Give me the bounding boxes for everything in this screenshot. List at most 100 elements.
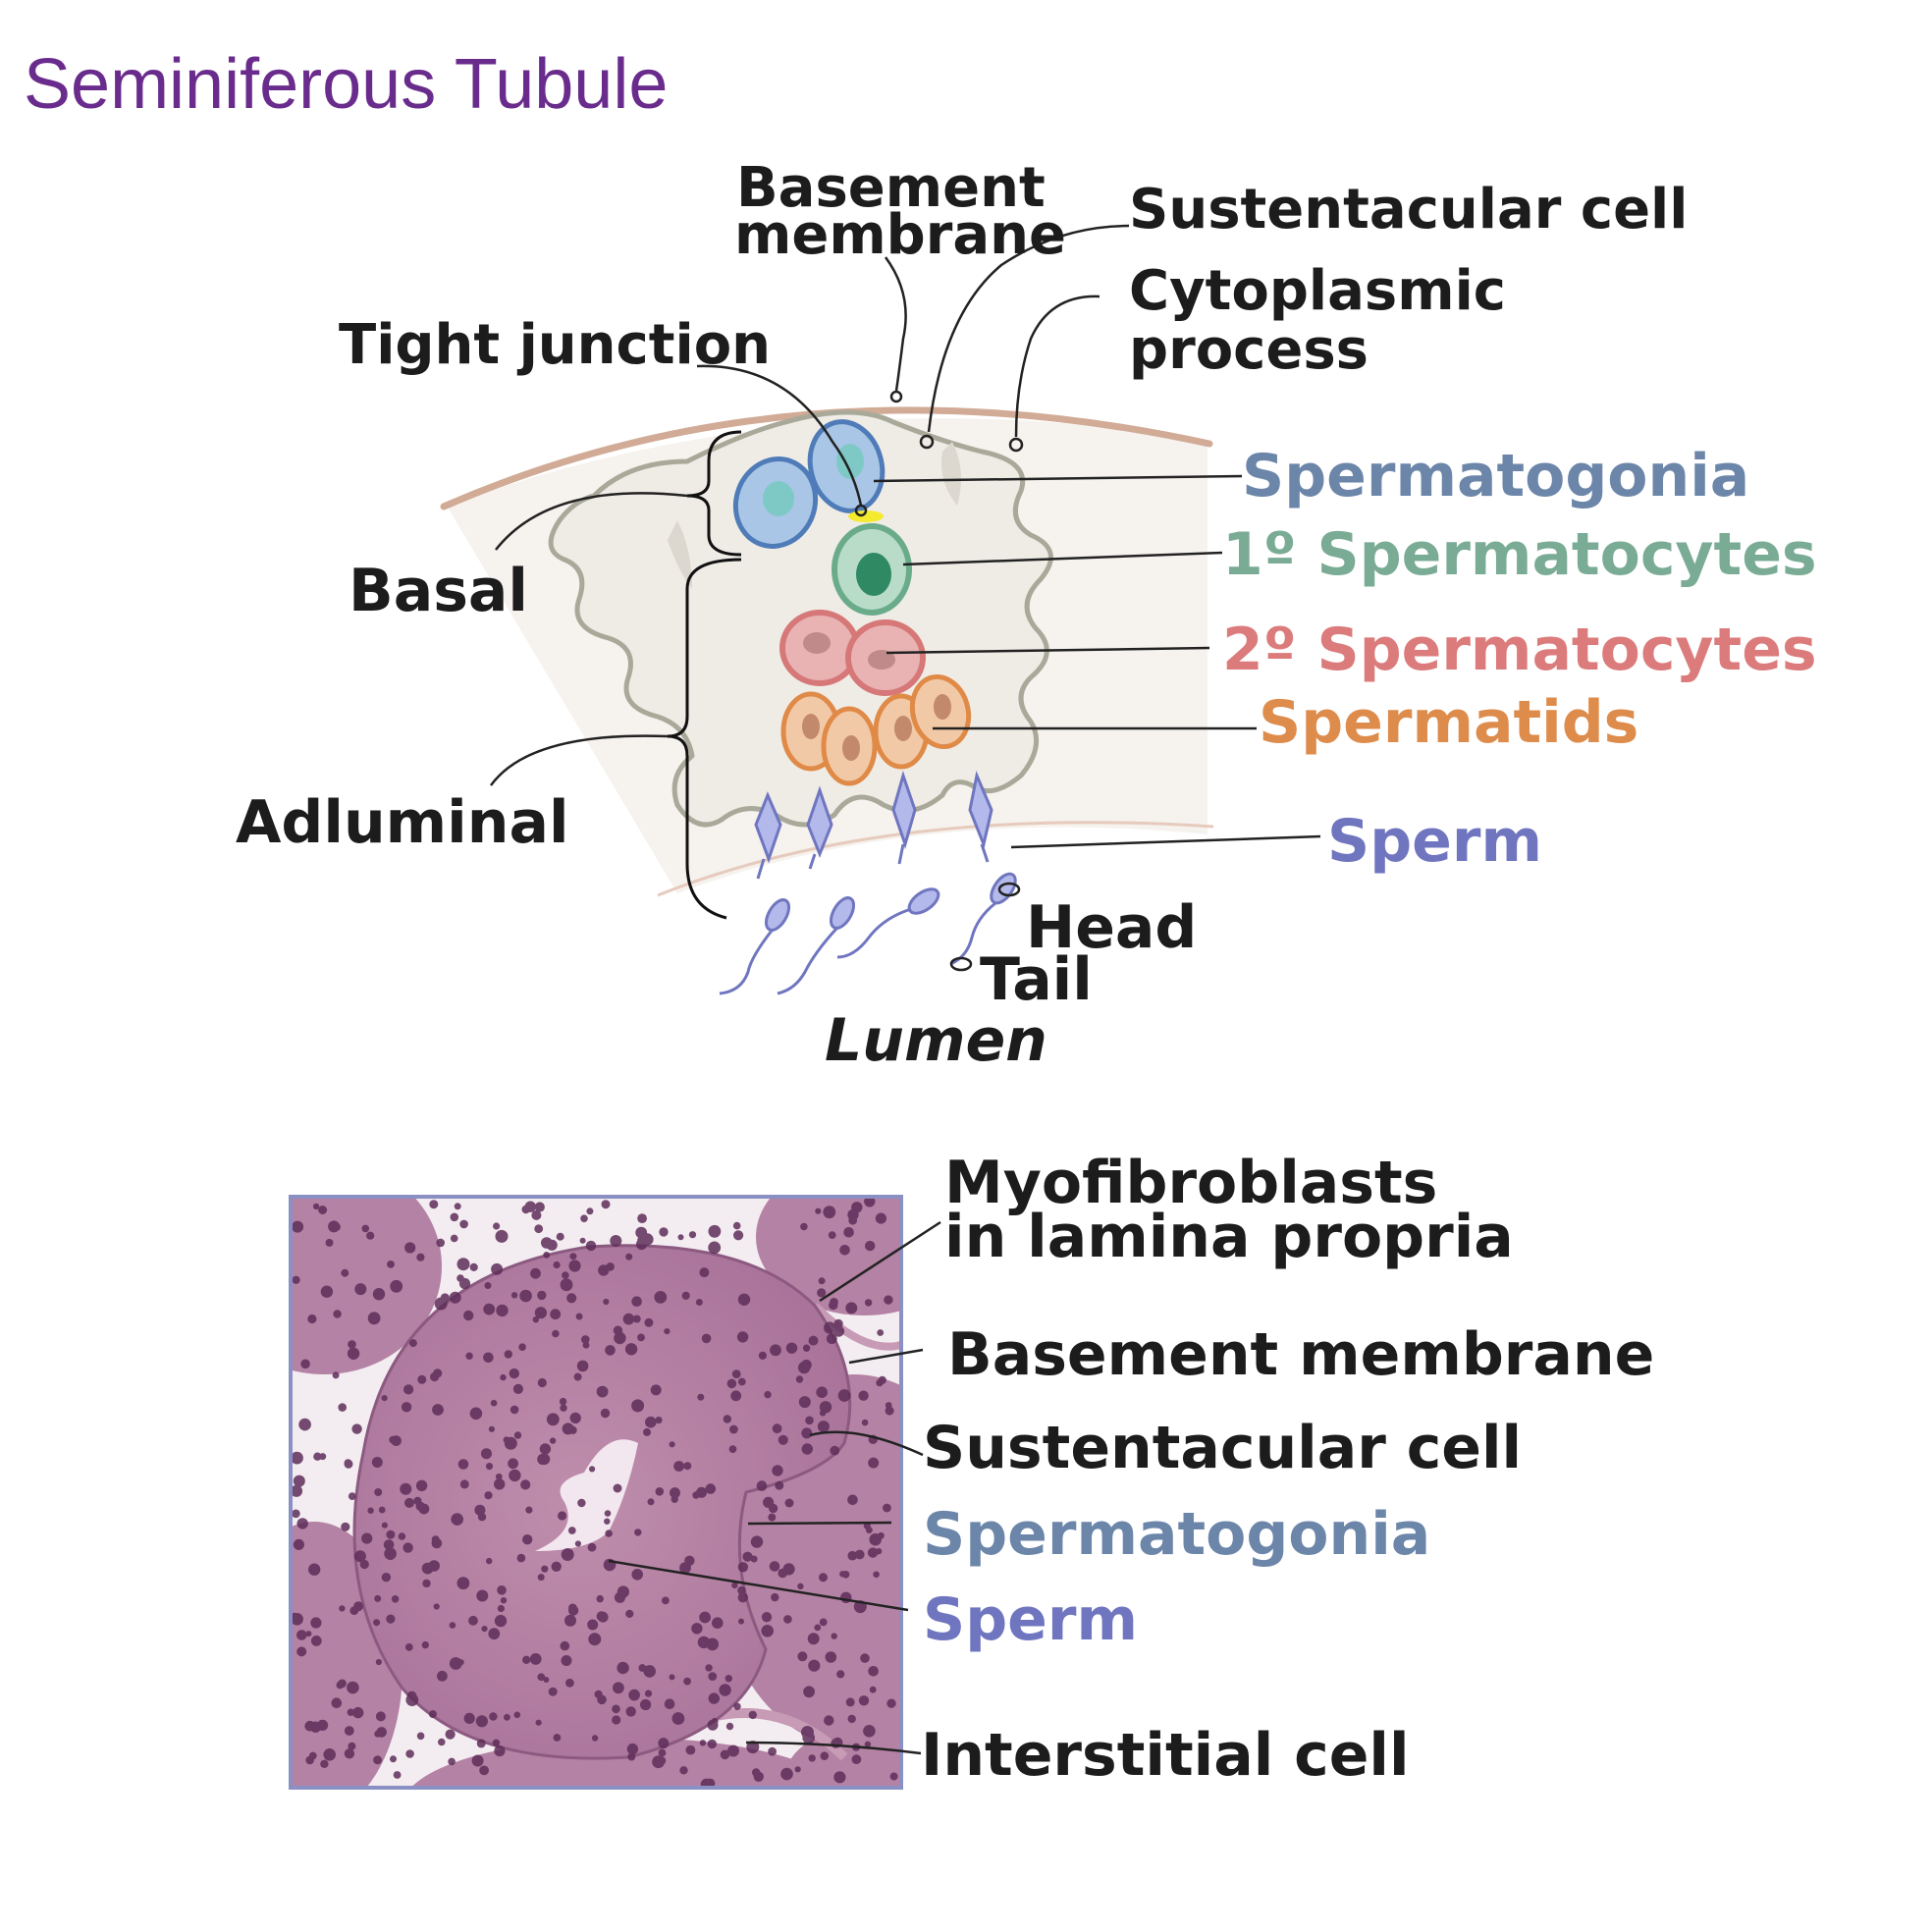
nucleus xyxy=(817,1421,830,1433)
nucleus xyxy=(484,1282,492,1289)
nucleus xyxy=(390,1279,403,1293)
nucleus xyxy=(775,1480,784,1490)
nucleus xyxy=(371,1457,383,1468)
nucleus xyxy=(831,1633,837,1639)
nucleus xyxy=(828,1231,836,1239)
nucleus xyxy=(405,1749,414,1758)
nucleus xyxy=(883,1503,891,1513)
nucleus xyxy=(530,1267,541,1279)
diagram-leaders xyxy=(489,224,1321,972)
nucleus xyxy=(780,1767,793,1781)
nucleus xyxy=(816,1386,828,1398)
nucleus xyxy=(753,1771,764,1783)
primary-spermatocyte xyxy=(832,523,912,616)
nucleus xyxy=(518,1343,526,1351)
nucleus xyxy=(456,1577,470,1590)
nucleus xyxy=(465,1352,473,1360)
nucleus xyxy=(801,1726,814,1739)
label-histo-sustentacular-cell: Sustentacular cell xyxy=(923,1414,1522,1482)
nucleus xyxy=(733,1230,744,1241)
nucleus xyxy=(575,1313,583,1320)
embedded-sperm xyxy=(754,770,993,880)
nucleus xyxy=(483,1303,496,1315)
nucleus xyxy=(384,1547,397,1560)
tubule-lumen xyxy=(535,1439,638,1551)
nucleus xyxy=(875,1212,887,1224)
nucleus xyxy=(644,1690,653,1697)
nucleus xyxy=(889,1772,898,1781)
nucleus xyxy=(772,1423,782,1434)
nucleus xyxy=(387,1261,395,1268)
nucleus xyxy=(596,1594,604,1603)
nucleus xyxy=(320,1759,329,1769)
secondary-spermatocytes xyxy=(779,610,926,696)
nucleus xyxy=(494,1478,506,1490)
nucleus xyxy=(531,1209,542,1220)
tubule-diagram: Basement membrane Sustentacular cell Cyt… xyxy=(236,156,1817,1075)
nucleus xyxy=(569,1412,581,1424)
nucleus xyxy=(683,1462,692,1471)
nucleus xyxy=(513,1431,522,1439)
nucleus xyxy=(851,1754,862,1765)
nucleus xyxy=(596,1385,609,1398)
nucleus xyxy=(868,1666,879,1677)
nucleus xyxy=(567,1605,579,1616)
nucleus xyxy=(469,1262,478,1271)
nucleus xyxy=(347,1681,359,1694)
nucleus xyxy=(679,1766,688,1775)
nucleus xyxy=(858,1695,870,1706)
nucleus xyxy=(566,1293,577,1304)
nucleus xyxy=(839,1571,846,1578)
nucleus xyxy=(632,1315,641,1323)
nucleus xyxy=(481,1626,488,1633)
nucleus xyxy=(477,1513,487,1522)
nucleus xyxy=(291,1484,303,1497)
nucleus xyxy=(476,1589,489,1602)
nucleus xyxy=(456,1258,470,1271)
free-sperm xyxy=(719,872,1017,995)
nucleus xyxy=(654,1291,668,1304)
nucleus xyxy=(829,1300,838,1311)
nucleus xyxy=(824,1715,834,1726)
nucleus xyxy=(293,1475,305,1487)
nucleus xyxy=(707,1739,717,1749)
nucleus xyxy=(726,1378,737,1389)
nucleus xyxy=(878,1531,885,1539)
nucleus xyxy=(457,1459,469,1470)
nucleus xyxy=(475,1715,488,1728)
nucleus xyxy=(440,1293,450,1303)
nucleus xyxy=(404,1643,413,1651)
label-myofibroblasts: Myofibroblasts xyxy=(944,1149,1437,1217)
nucleus xyxy=(509,1368,519,1379)
nucleus xyxy=(794,1766,801,1773)
nucleus xyxy=(664,1698,675,1709)
nucleus xyxy=(579,1237,586,1244)
nucleus xyxy=(323,1748,337,1761)
nucleus xyxy=(863,1725,876,1738)
label-secondary-spermatocytes: 2º Spermatocytes xyxy=(1222,616,1817,684)
nucleus xyxy=(332,1371,340,1379)
nucleus xyxy=(802,1344,811,1352)
nucleus xyxy=(404,1497,414,1508)
nucleus xyxy=(366,1231,375,1240)
nucleus xyxy=(312,1203,320,1210)
nucleus xyxy=(433,1603,440,1610)
nucleus xyxy=(376,1727,388,1738)
nucleus xyxy=(625,1706,636,1717)
nucleus xyxy=(291,1451,303,1465)
nucleus xyxy=(612,1704,620,1714)
nucleus xyxy=(720,1749,730,1760)
nucleus xyxy=(851,1202,863,1213)
nucleus xyxy=(292,1275,300,1284)
nucleus xyxy=(644,1317,654,1327)
nucleus xyxy=(404,1242,416,1254)
nucleus xyxy=(801,1427,813,1439)
label-sustentacular-cell: Sustentacular cell xyxy=(1129,178,1688,242)
nucleus xyxy=(647,1498,655,1506)
nucleus xyxy=(836,1670,845,1679)
nucleus xyxy=(353,1550,366,1563)
nucleus xyxy=(725,1722,734,1731)
nucleus xyxy=(510,1405,519,1415)
nucleus xyxy=(847,1494,858,1506)
nucleus xyxy=(537,1673,546,1682)
